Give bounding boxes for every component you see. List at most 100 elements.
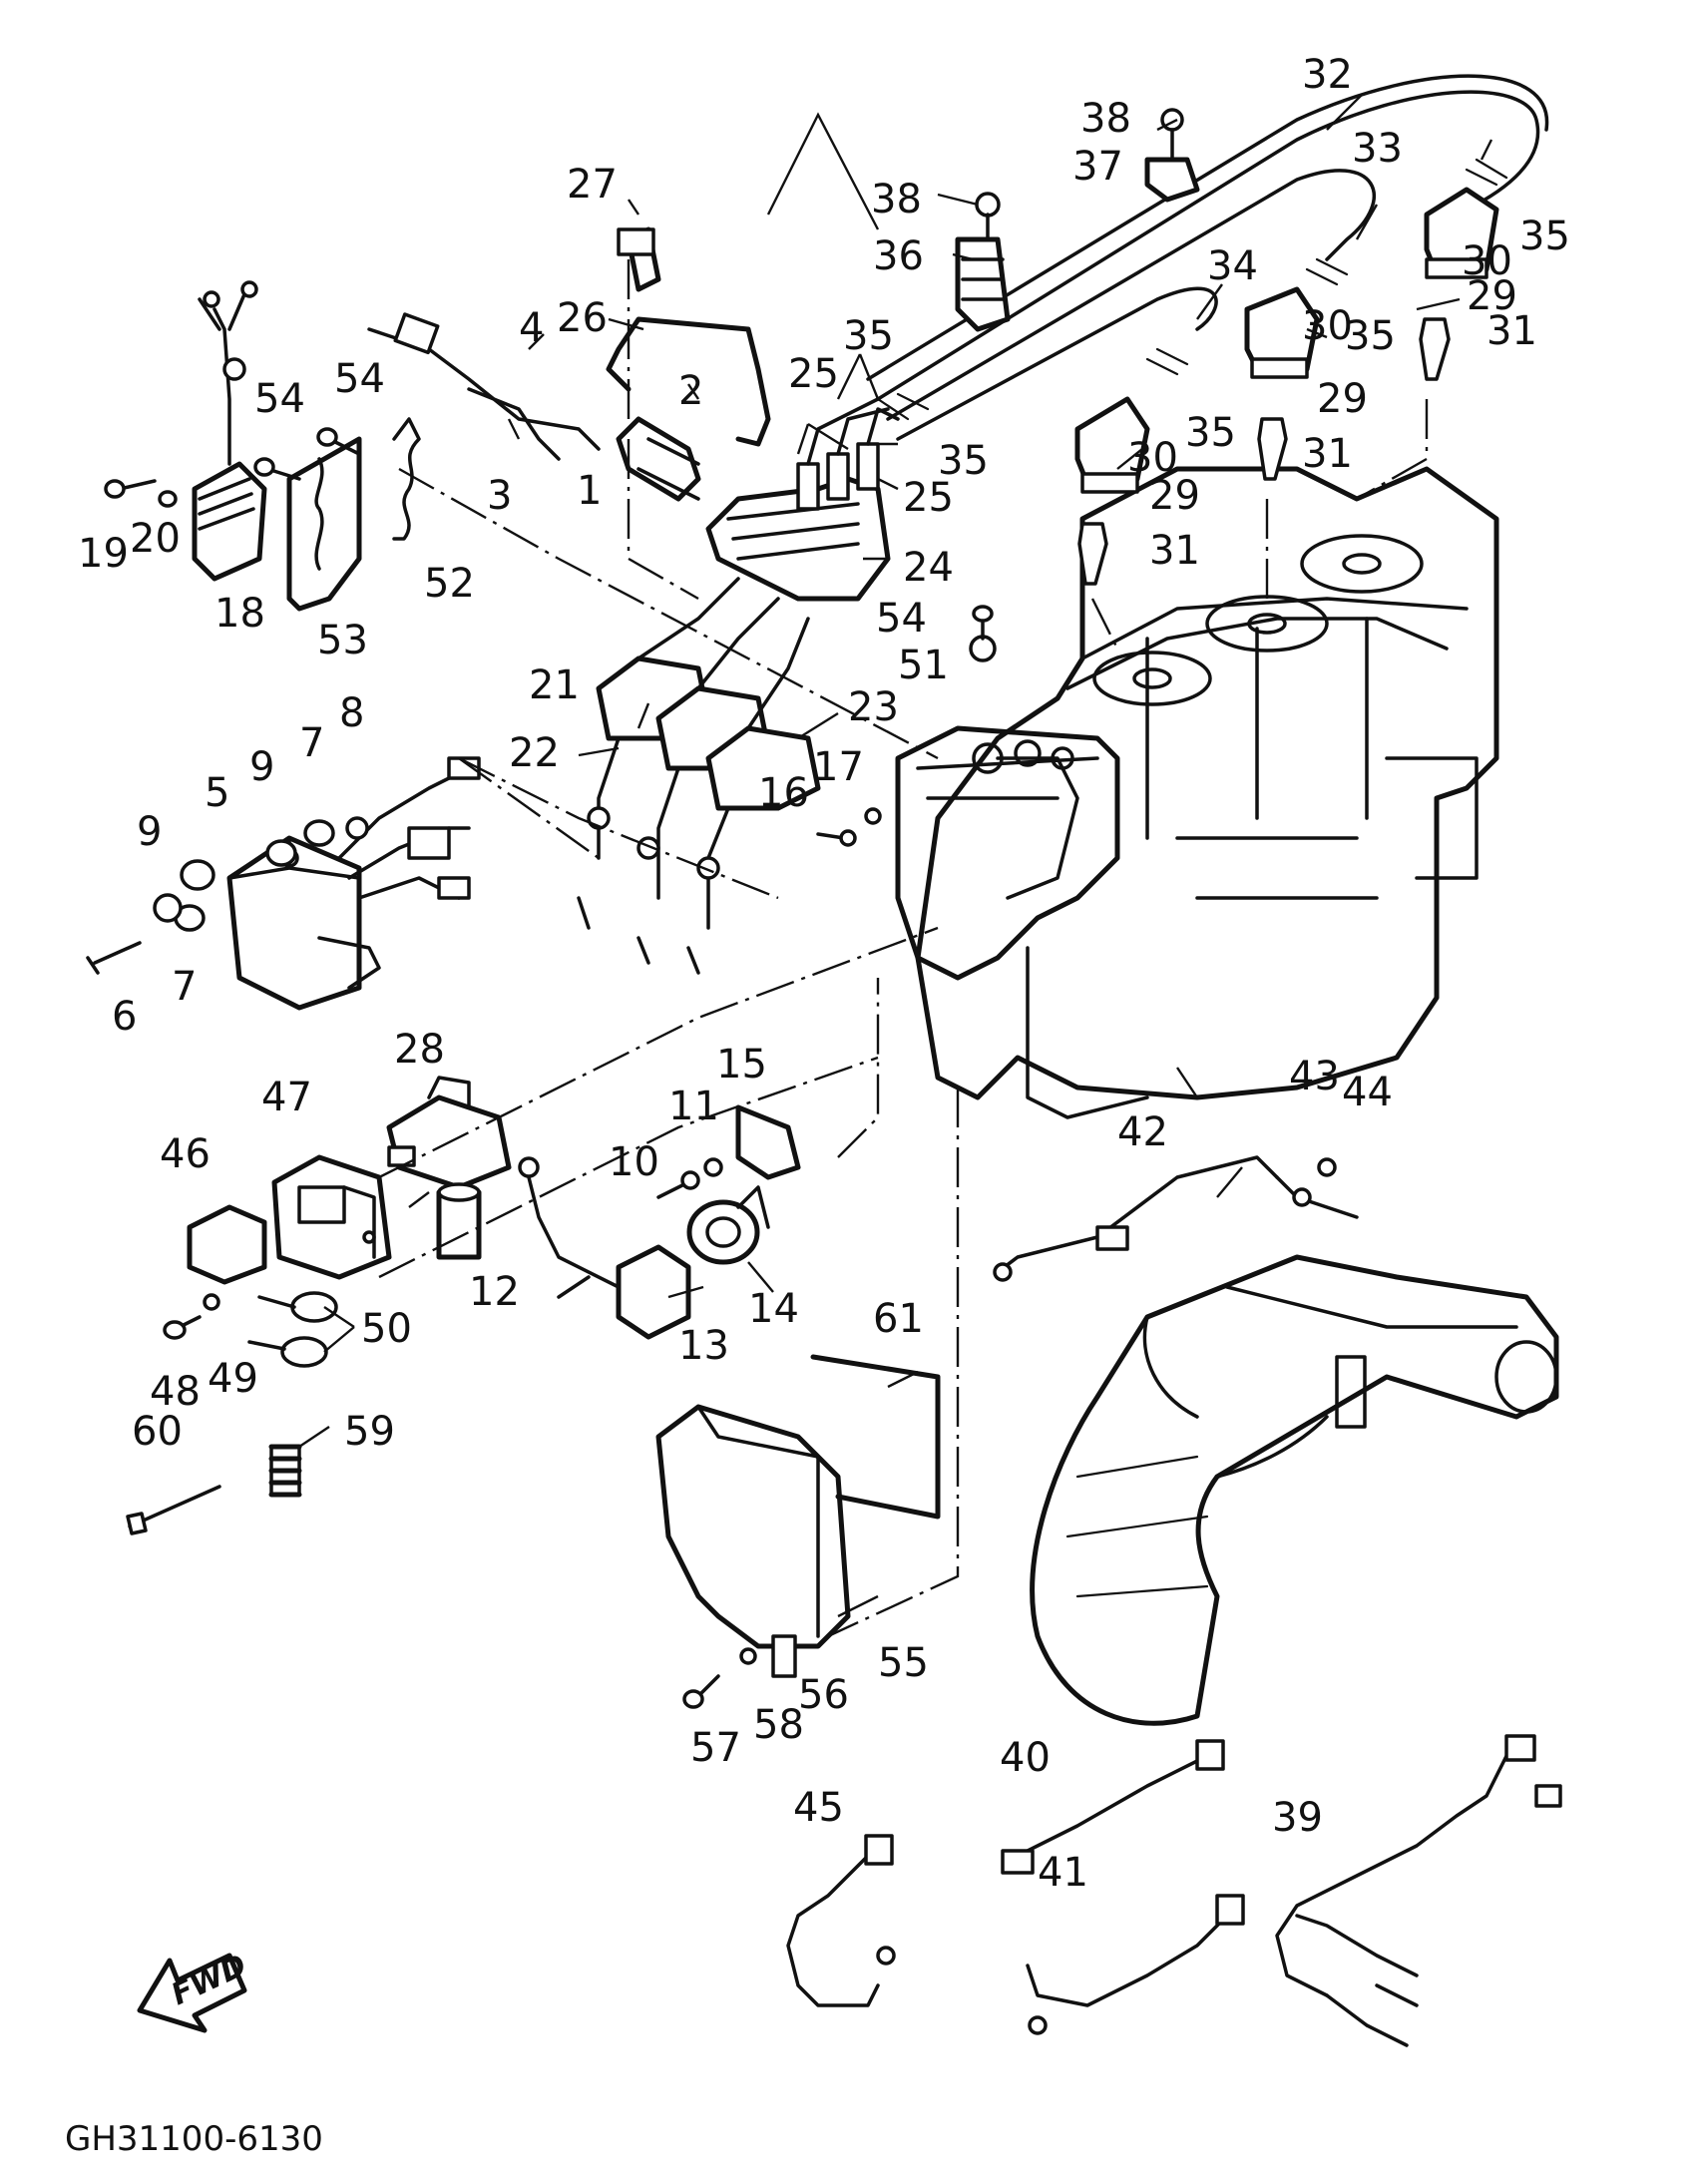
- wire-harness-39: [1275, 1734, 1562, 2047]
- engine-block: [895, 466, 1499, 1119]
- fuse-holder-28: [386, 1076, 512, 1190]
- collar-56: [771, 1634, 797, 1678]
- callout-20: 20: [130, 516, 181, 562]
- callout-53: 53: [317, 618, 368, 663]
- exhaust-pipe: [1030, 1254, 1559, 1726]
- callout-21: 21: [529, 662, 580, 708]
- callout-30b: 30: [1302, 303, 1353, 349]
- callout-61: 61: [873, 1296, 924, 1342]
- callout-35e: 35: [938, 438, 989, 484]
- high-tension-cords: [866, 74, 1549, 441]
- callout-8: 8: [339, 690, 364, 736]
- callout-2: 2: [678, 368, 703, 414]
- callout-1: 1: [577, 468, 602, 514]
- plastic-band-60: [126, 1485, 221, 1535]
- callout-16: 16: [758, 770, 809, 816]
- callout-51: 51: [898, 643, 949, 688]
- gasket-61: [810, 1354, 941, 1520]
- callout-42: 42: [1117, 1109, 1168, 1155]
- callout-35b: 35: [1345, 313, 1396, 359]
- callout-54b: 54: [254, 376, 305, 422]
- callout-11: 11: [668, 1084, 719, 1129]
- callout-28: 28: [394, 1027, 445, 1073]
- cord-clamps: [876, 158, 1508, 421]
- callout-3: 3: [487, 473, 512, 519]
- callout-leaders: [298, 94, 1493, 1618]
- callout-24: 24: [903, 545, 954, 591]
- spark-plug-caps: [1074, 187, 1499, 494]
- callout-15: 15: [716, 1042, 767, 1088]
- callout-25b: 25: [903, 475, 954, 521]
- electrical-box-cover: [655, 1404, 851, 1649]
- callout-6: 6: [112, 994, 137, 1040]
- wire-lead-40: [1001, 1739, 1225, 1875]
- cover-46: [187, 1204, 267, 1285]
- callout-59: 59: [344, 1409, 395, 1455]
- callout-29a: 29: [1467, 273, 1517, 319]
- diagram-code: GH31100-6130: [65, 2119, 323, 2159]
- ignition-coil-assembly: [705, 397, 900, 602]
- callout-17: 17: [813, 744, 864, 790]
- callout-12: 12: [469, 1269, 520, 1315]
- callout-40: 40: [1000, 1735, 1051, 1781]
- callout-29b: 29: [1317, 376, 1368, 422]
- ignition-coils: [577, 577, 821, 975]
- callout-22: 22: [509, 730, 560, 776]
- callout-4: 4: [519, 305, 544, 351]
- callout-47: 47: [261, 1075, 312, 1120]
- lead-wire-45: [786, 1834, 896, 2007]
- callout-39: 39: [1272, 1795, 1323, 1841]
- callout-45: 45: [793, 1785, 844, 1831]
- callout-25a: 25: [788, 351, 839, 397]
- rectifier-regulator: [192, 280, 267, 582]
- cord-holders: [955, 108, 1200, 332]
- callout-31b: 31: [1302, 431, 1353, 477]
- callout-10: 10: [609, 1139, 659, 1185]
- callout-35a: 35: [1519, 214, 1570, 259]
- callout-35d: 35: [843, 313, 894, 359]
- callout-7a: 7: [172, 964, 197, 1010]
- callout-14: 14: [748, 1286, 799, 1332]
- wire-lead-41: [1026, 1894, 1245, 2035]
- holder-14: [686, 1185, 770, 1265]
- callout-56: 56: [798, 1672, 849, 1718]
- callout-54a: 54: [876, 596, 927, 642]
- spring-59: [268, 1444, 302, 1498]
- bolt-16: [816, 829, 857, 847]
- temp-sensor-cable: [993, 1155, 1359, 1282]
- starter-relay-47: [271, 1154, 392, 1280]
- callout-44: 44: [1342, 1070, 1393, 1115]
- callout-49: 49: [208, 1356, 258, 1402]
- callout-36: 36: [873, 233, 924, 279]
- callout-30c: 30: [1127, 435, 1178, 481]
- bracket-15: [735, 1104, 801, 1180]
- bolt-10: [656, 1170, 700, 1199]
- bracket-53: [286, 436, 362, 612]
- callout-54c: 54: [334, 356, 385, 402]
- callout-19: 19: [78, 531, 129, 577]
- callout-41: 41: [1038, 1850, 1088, 1896]
- cdi-unit: [226, 756, 481, 1011]
- callout-32: 32: [1302, 52, 1353, 98]
- bands-50: [247, 1291, 338, 1368]
- callout-33: 33: [1352, 126, 1403, 172]
- callout-5: 5: [205, 770, 229, 816]
- collar-12: [436, 1182, 482, 1260]
- callout-29c: 29: [1149, 473, 1200, 519]
- starter-relay-13: [518, 1156, 691, 1340]
- callout-50: 50: [361, 1306, 412, 1352]
- mounting-bolts-left: [104, 427, 361, 508]
- callout-26: 26: [557, 295, 608, 341]
- callout-9b: 9: [137, 809, 162, 855]
- callout-23: 23: [848, 684, 899, 730]
- callout-35c: 35: [1185, 410, 1236, 456]
- guide-lines: [378, 259, 1429, 1638]
- washer-58: [739, 1647, 757, 1665]
- washer-17: [864, 807, 882, 825]
- callout-60: 60: [132, 1409, 183, 1455]
- callout-31c: 31: [1149, 528, 1200, 574]
- callout-34: 34: [1207, 243, 1258, 289]
- washer-49: [203, 1293, 220, 1311]
- bolt-washer-51-54: [969, 605, 997, 662]
